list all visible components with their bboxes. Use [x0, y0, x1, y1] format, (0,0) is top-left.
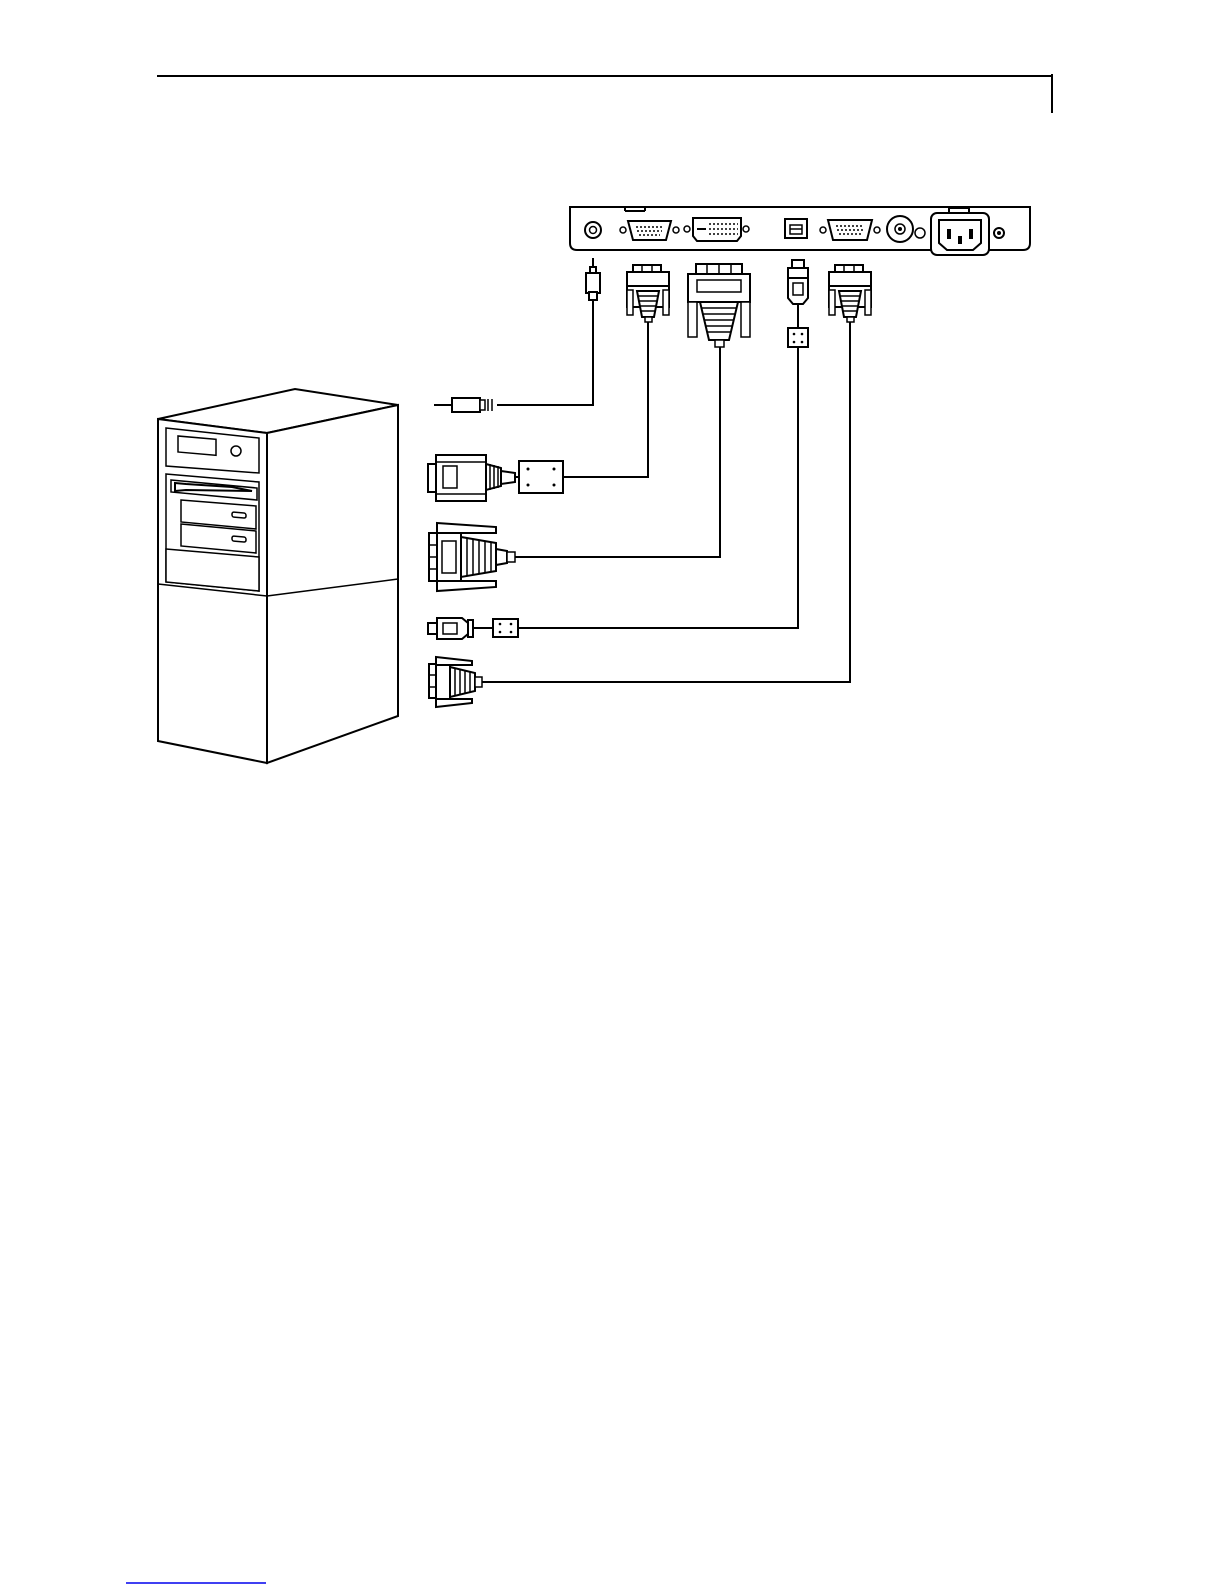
- grounding-screw-icon: [994, 228, 1004, 238]
- dvi-port-icon: [684, 218, 749, 241]
- desktop-computer-icon: [158, 389, 398, 763]
- power-inlet-icon: [931, 208, 989, 255]
- vga-plug-1-side-icon: [428, 455, 563, 501]
- dvi-plug-side-icon: [429, 523, 515, 591]
- power-button: [231, 446, 241, 456]
- vga-plug-2-side-icon: [429, 657, 482, 707]
- vga-plug-2-top-icon: [829, 265, 871, 322]
- audio-in-port-icon: [585, 222, 601, 238]
- page-header-rule: [157, 74, 1052, 113]
- audio-plug-top-icon: [586, 258, 600, 300]
- usb-plug-top-icon: [788, 260, 808, 347]
- dvi-cable: [515, 347, 720, 557]
- dvi-plug-top-icon: [688, 264, 750, 347]
- vga-plug-1-top-icon: [627, 265, 669, 322]
- audio-plug-side-icon: [434, 398, 492, 412]
- monitor-rear-panel: [570, 207, 1030, 255]
- usb-plug-side-icon: [428, 618, 518, 639]
- display-window: [178, 436, 216, 455]
- usb-port-icon: [785, 219, 807, 238]
- audio-cable: [497, 300, 593, 405]
- vga-cable-1: [563, 322, 648, 477]
